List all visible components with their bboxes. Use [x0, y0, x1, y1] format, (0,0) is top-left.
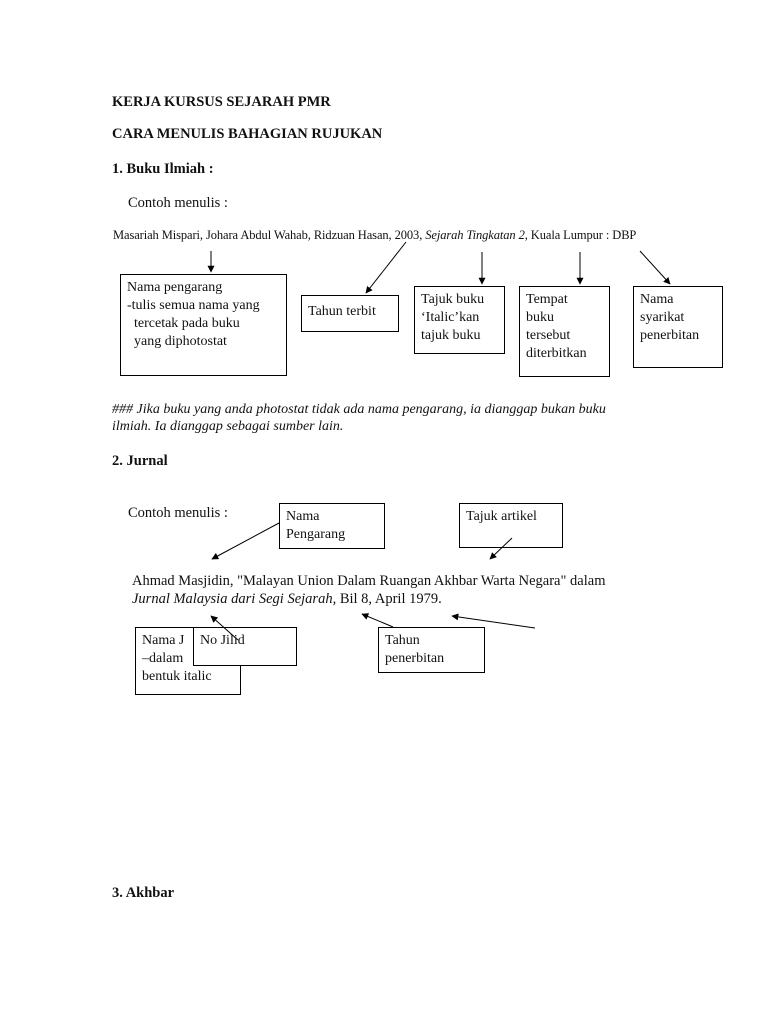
box-publication-place: Tempat buku tersebut diterbitkan — [519, 286, 610, 377]
box-place-line: buku — [526, 310, 554, 325]
box-book-title: Tajuk buku ‘Italic’kan tajuk buku — [414, 286, 505, 354]
box-place-line: tersebut — [526, 328, 571, 343]
box-title-line: ‘Italic’kan — [421, 310, 480, 325]
box-place-line: diterbitkan — [526, 346, 587, 361]
box-journal-author: Nama Pengarang — [279, 503, 385, 549]
citation-book-title: Sejarah Tingkatan 2 — [425, 228, 525, 242]
box-publisher-line: Nama — [640, 292, 674, 307]
citation-place-publisher: , Kuala Lumpur : DBP — [524, 228, 637, 242]
section2-citation-line2: Jurnal Malaysia dari Segi Sejarah, Bil 8… — [132, 591, 442, 608]
box-author-line: Nama pengarang — [127, 280, 223, 295]
section1-note-line1: ### Jika buku yang anda photostat tidak … — [112, 402, 606, 417]
box-journal-author-line: Nama — [286, 509, 320, 524]
box-author-line: -tulis semua nama yang — [127, 298, 260, 313]
box-journal-line: –dalam — [142, 651, 184, 666]
box-pubyear-line: penerbitan — [385, 651, 445, 666]
document-title: KERJA KURSUS SEJARAH PMR — [112, 94, 331, 110]
section1-note-line2: ilmiah. Ia dianggap sebagai sumber lain. — [112, 419, 344, 434]
citation-volume-date: Bil 8, April 1979. — [336, 591, 442, 607]
box-place-line: Tempat — [526, 292, 568, 307]
box-volume-number: No Jilid — [193, 627, 297, 666]
arrow-year-to-citation — [361, 613, 394, 628]
section1-citation: Masariah Mispari, Johara Abdul Wahab, Ri… — [113, 228, 636, 243]
box-article-line: Tajuk artikel — [466, 509, 537, 524]
citation-journal-name: Jurnal Malaysia dari Segi Sejarah, — [132, 591, 337, 607]
box-title-line: Tajuk buku — [421, 292, 485, 307]
box-year-line: Tahun terbit — [308, 304, 376, 319]
box-publisher-line: penerbitan — [640, 328, 700, 343]
box-author-name: Nama pengarang -tulis semua nama yang te… — [120, 274, 287, 376]
section3-heading: 3. Akhbar — [112, 885, 175, 901]
document-subtitle: CARA MENULIS BAHAGIAN RUJUKAN — [112, 126, 383, 142]
box-article-title: Tajuk artikel — [459, 503, 563, 548]
box-journal-line: Nama J — [142, 633, 185, 648]
arrow-author-to-citation — [211, 522, 280, 560]
box-volume-line: No Jilid — [200, 633, 245, 648]
box-journal-line: bentuk italic — [142, 669, 212, 684]
section2-heading: 2. Jurnal — [112, 453, 168, 469]
box-year-published: Tahun terbit — [301, 295, 399, 332]
arrow-to-year-box — [365, 241, 407, 294]
box-author-line: yang diphotostat — [127, 334, 227, 349]
box-title-line: tajuk buku — [421, 328, 481, 343]
section1-heading: 1. Buku Ilmiah : — [112, 161, 214, 177]
section2-example-label: Contoh menulis : — [128, 505, 228, 521]
arrow-to-publisher-box — [639, 250, 671, 285]
box-author-line: tercetak pada buku — [127, 316, 240, 331]
citation-authors-year: Masariah Mispari, Johara Abdul Wahab, Ri… — [113, 228, 426, 242]
box-journal-author-line: Pengarang — [286, 527, 346, 542]
box-publication-year: Tahun penerbitan — [378, 627, 485, 673]
section2-citation-line1: Ahmad Masjidin, "Malayan Union Dalam Rua… — [132, 573, 606, 589]
box-publisher-line: syarikat — [640, 310, 685, 325]
section1-example-label: Contoh menulis : — [128, 195, 228, 211]
box-pubyear-line: Tahun — [385, 633, 420, 648]
box-publisher-name: Nama syarikat penerbitan — [633, 286, 723, 368]
